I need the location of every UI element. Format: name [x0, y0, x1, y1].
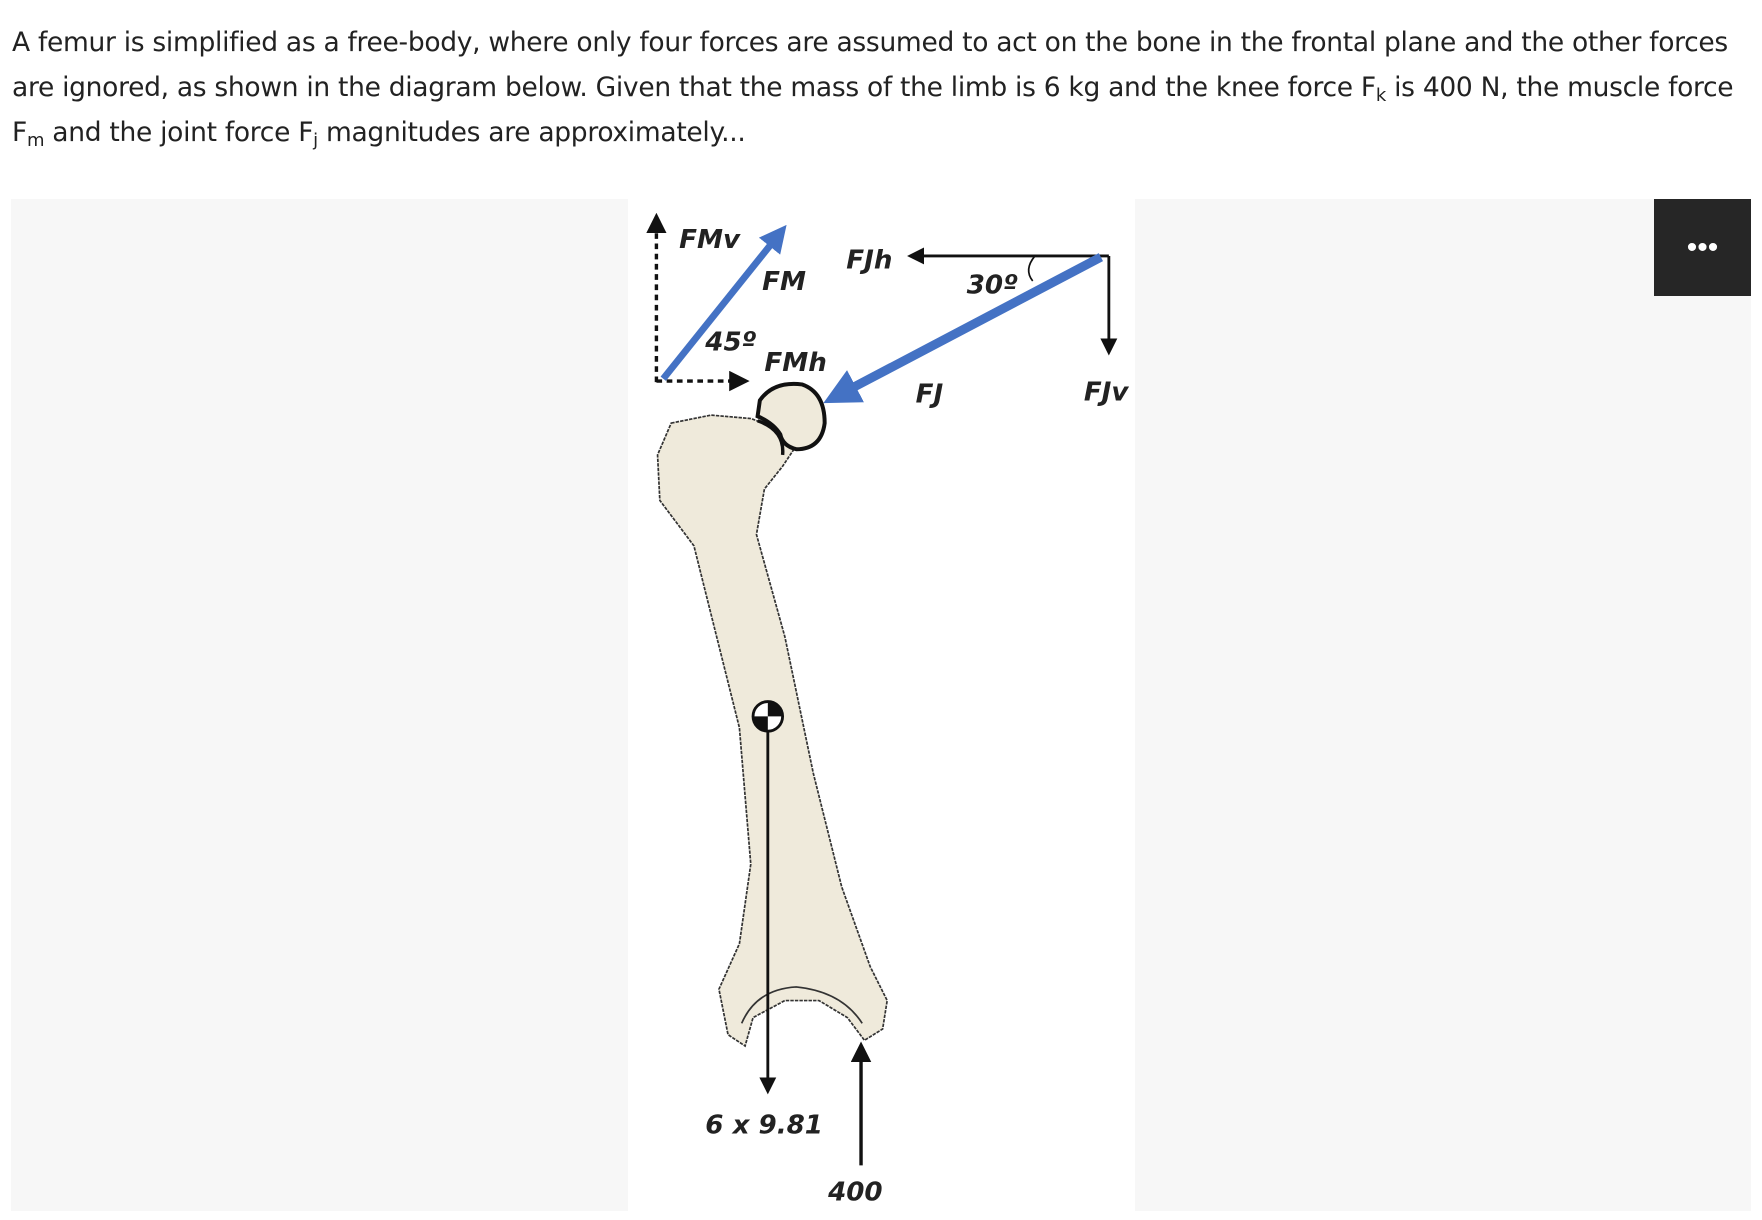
question-part: magnitudes are approximately... — [317, 117, 746, 148]
subscript-k: k — [1375, 85, 1386, 106]
label-weight: 6 x 9.81 — [705, 1111, 823, 1141]
label-fmh: FMh — [764, 348, 826, 378]
femur-free-body-diagram: FMv FM 45º FMh FJh 30º FJ FJv 6 x 9.81 4… — [628, 199, 1135, 1211]
label-fjv: FJv — [1084, 377, 1130, 407]
label-knee-force: 400 — [827, 1178, 883, 1208]
label-angle-30: 30º — [967, 270, 1018, 300]
center-of-mass-quadrants — [753, 701, 783, 732]
question-part: and the joint force F — [44, 117, 314, 148]
fm-arrow — [660, 224, 787, 381]
subscript-j: j — [313, 130, 318, 151]
question-part: A femur is simplified as a free-body, wh… — [12, 27, 1728, 103]
subscript-m: m — [26, 130, 45, 151]
femoral-head — [755, 381, 827, 452]
label-fjh: FJh — [846, 245, 892, 275]
more-options-button[interactable]: ••• — [1654, 199, 1751, 296]
diagram-svg: FMv FM 45º FMh FJh 30º FJ FJv 6 x 9.81 4… — [646, 212, 1130, 1208]
label-angle-45: 45º — [704, 327, 756, 357]
femoral-neck-line — [757, 419, 785, 456]
question-text: A femur is simplified as a free-body, wh… — [12, 20, 1757, 155]
label-fj: FJ — [916, 380, 944, 410]
condyle-line — [740, 986, 863, 1024]
fj-arrow — [823, 253, 1104, 404]
label-fm: FM — [762, 267, 806, 297]
label-fmv: FMv — [679, 225, 741, 255]
more-options-icon: ••• — [1686, 230, 1719, 264]
question-part: is 400 N, the muscle force F — [12, 72, 1734, 148]
angle-30-arc — [1027, 255, 1036, 282]
